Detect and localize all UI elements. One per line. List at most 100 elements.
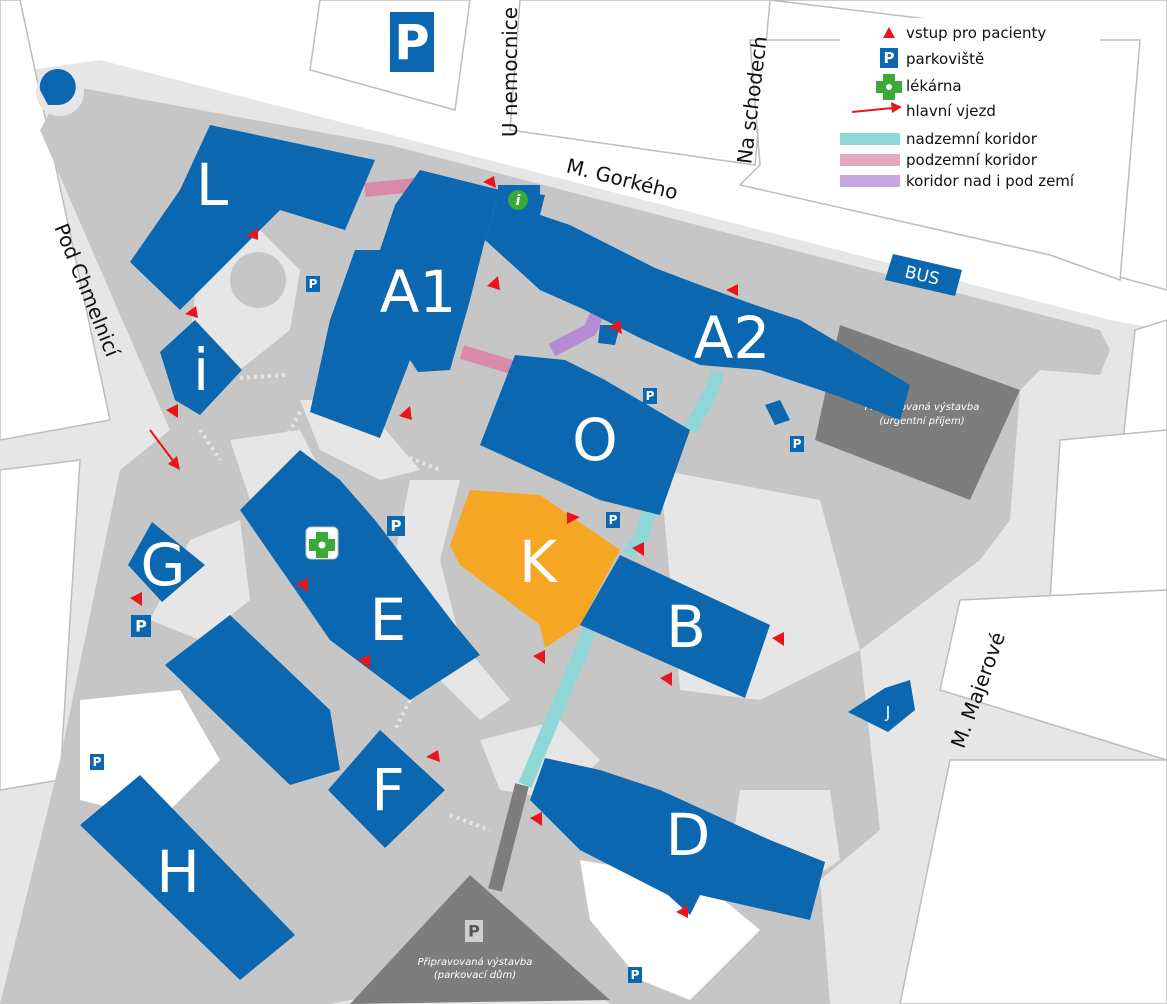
entrance-icon[interactable] (426, 750, 440, 762)
arrow-icon (851, 107, 894, 113)
corridor-above-o-b (622, 507, 657, 560)
parking-icon: P (793, 437, 802, 451)
parking-sign[interactable]: P (628, 967, 642, 983)
building-h[interactable]: H (80, 775, 295, 980)
entrance-icon[interactable] (676, 905, 688, 918)
parking-sign[interactable]: P (90, 754, 104, 770)
building-a2-label: A2 (694, 304, 771, 372)
building-l[interactable]: L (130, 125, 375, 310)
entrance-icon[interactable] (399, 406, 412, 420)
main-entry-arrow[interactable] (149, 429, 180, 470)
building-f[interactable]: F (328, 730, 445, 848)
building-e[interactable]: E (240, 450, 480, 700)
building-h-label: H (156, 838, 200, 906)
building-a1-label: A1 (380, 258, 457, 326)
parking-sign[interactable]: P (306, 276, 320, 292)
parking-icon: P (391, 517, 402, 535)
entrance-icon[interactable] (533, 650, 545, 664)
entrance-icon[interactable] (660, 672, 672, 686)
entrance-icon[interactable] (358, 654, 370, 668)
bus-stop[interactable]: BUS (885, 254, 962, 296)
legend: vstup pro pacienty P parkoviště lékárna … (840, 18, 1100, 198)
entrance-icon[interactable] (185, 306, 198, 318)
building-j[interactable]: J (848, 680, 915, 732)
legend-corridor-below: podzemní koridor (840, 151, 1038, 169)
pharmacy[interactable] (305, 526, 339, 560)
building-f-label: F (371, 756, 404, 824)
corridors (198, 178, 725, 892)
construction-parking: Připravovaná výstavba (parkovací dům) P (350, 875, 610, 1004)
legend-pharmacy: lékárna (876, 74, 962, 100)
parking-signs: P P P P P P P P P (90, 12, 804, 983)
construction-parking-p: P (468, 922, 480, 941)
parking-icon: P (394, 15, 429, 71)
building-k-label: K (519, 528, 559, 596)
entrances (130, 176, 784, 918)
building-j-label: J (885, 703, 891, 722)
corridor-d-parking (488, 783, 529, 892)
legend-parking-label: parkoviště (906, 50, 984, 68)
entrance-icon (883, 27, 895, 38)
building-f-block (165, 615, 340, 785)
building-small-a2 (598, 325, 620, 345)
parking-icon: P (135, 617, 147, 636)
legend-pharmacy-label: lékárna (906, 77, 962, 95)
building-d-label: D (666, 801, 711, 869)
building-a2[interactable]: A2 (485, 190, 910, 420)
corridor-above-a2-o (683, 369, 725, 434)
corridor-underground-l-a1 (364, 178, 416, 197)
legend-entrance-label: vstup pro pacienty (906, 24, 1046, 42)
legend-corridor-both: koridor nad i pod zemí (840, 172, 1075, 190)
parking-sign-large[interactable]: P (390, 12, 434, 72)
entrance-icon[interactable] (530, 812, 542, 826)
entrance-icon[interactable] (483, 176, 496, 188)
legend-main-entry: hlavní vjezd (851, 102, 996, 120)
parking-sign[interactable]: P (387, 516, 405, 536)
entrance-icon[interactable] (166, 404, 178, 418)
parking-sign[interactable]: P (131, 615, 151, 637)
entrance-icon[interactable] (567, 512, 580, 524)
legend-corridor-below-label: podzemní koridor (906, 151, 1038, 169)
entrance-icon[interactable] (609, 320, 622, 334)
building-g[interactable]: G (128, 522, 205, 602)
entrance-icon[interactable] (246, 228, 258, 240)
building-g-label: G (141, 531, 186, 599)
entrance-icon[interactable] (632, 542, 644, 556)
construction-parking-label-1: Připravovaná výstavba (418, 956, 533, 968)
entrance-icon[interactable] (130, 592, 142, 606)
building-o-label: O (572, 406, 618, 474)
entrance-icon[interactable] (487, 276, 500, 290)
legend-parking-p: P (884, 49, 895, 67)
parking-icon: P (631, 968, 640, 982)
legend-corridor-above: nadzemní koridor (840, 130, 1038, 148)
info-point[interactable]: i (498, 185, 540, 217)
entrance-icon[interactable] (726, 284, 738, 296)
construction-urgent-label-2: (urgentní příjem) (879, 415, 964, 427)
street-u-nemocnice: U nemocnice (498, 7, 522, 137)
building-i-label: i (193, 336, 209, 404)
legend-corridor-above-label: nadzemní koridor (906, 130, 1038, 148)
parking-icon (880, 48, 898, 68)
parking-icon: P (93, 755, 102, 769)
buildings: L A1 A2 i O K B G (80, 125, 915, 980)
building-b[interactable]: B (580, 555, 770, 698)
corridor-underground-a1-o (459, 345, 518, 375)
parking-sign[interactable]: P (643, 388, 657, 404)
info-icon: i (516, 193, 521, 209)
parking-icon: P (646, 389, 655, 403)
building-b-label: B (666, 593, 706, 661)
entrance-icon[interactable] (772, 632, 784, 646)
building-a1[interactable]: A1 (310, 170, 500, 438)
building-small-east (765, 400, 790, 425)
corridor-above-b-d (518, 627, 597, 788)
parking-sign[interactable]: P (606, 512, 620, 528)
entrance-icon[interactable] (296, 578, 308, 592)
parking-sign[interactable]: P (790, 436, 804, 452)
building-k[interactable]: K (450, 490, 620, 648)
legend-corridor-both-label: koridor nad i pod zemí (906, 172, 1075, 190)
building-o[interactable]: O (480, 355, 690, 515)
building-d[interactable]: D (530, 758, 825, 920)
building-i[interactable]: i (160, 320, 242, 415)
